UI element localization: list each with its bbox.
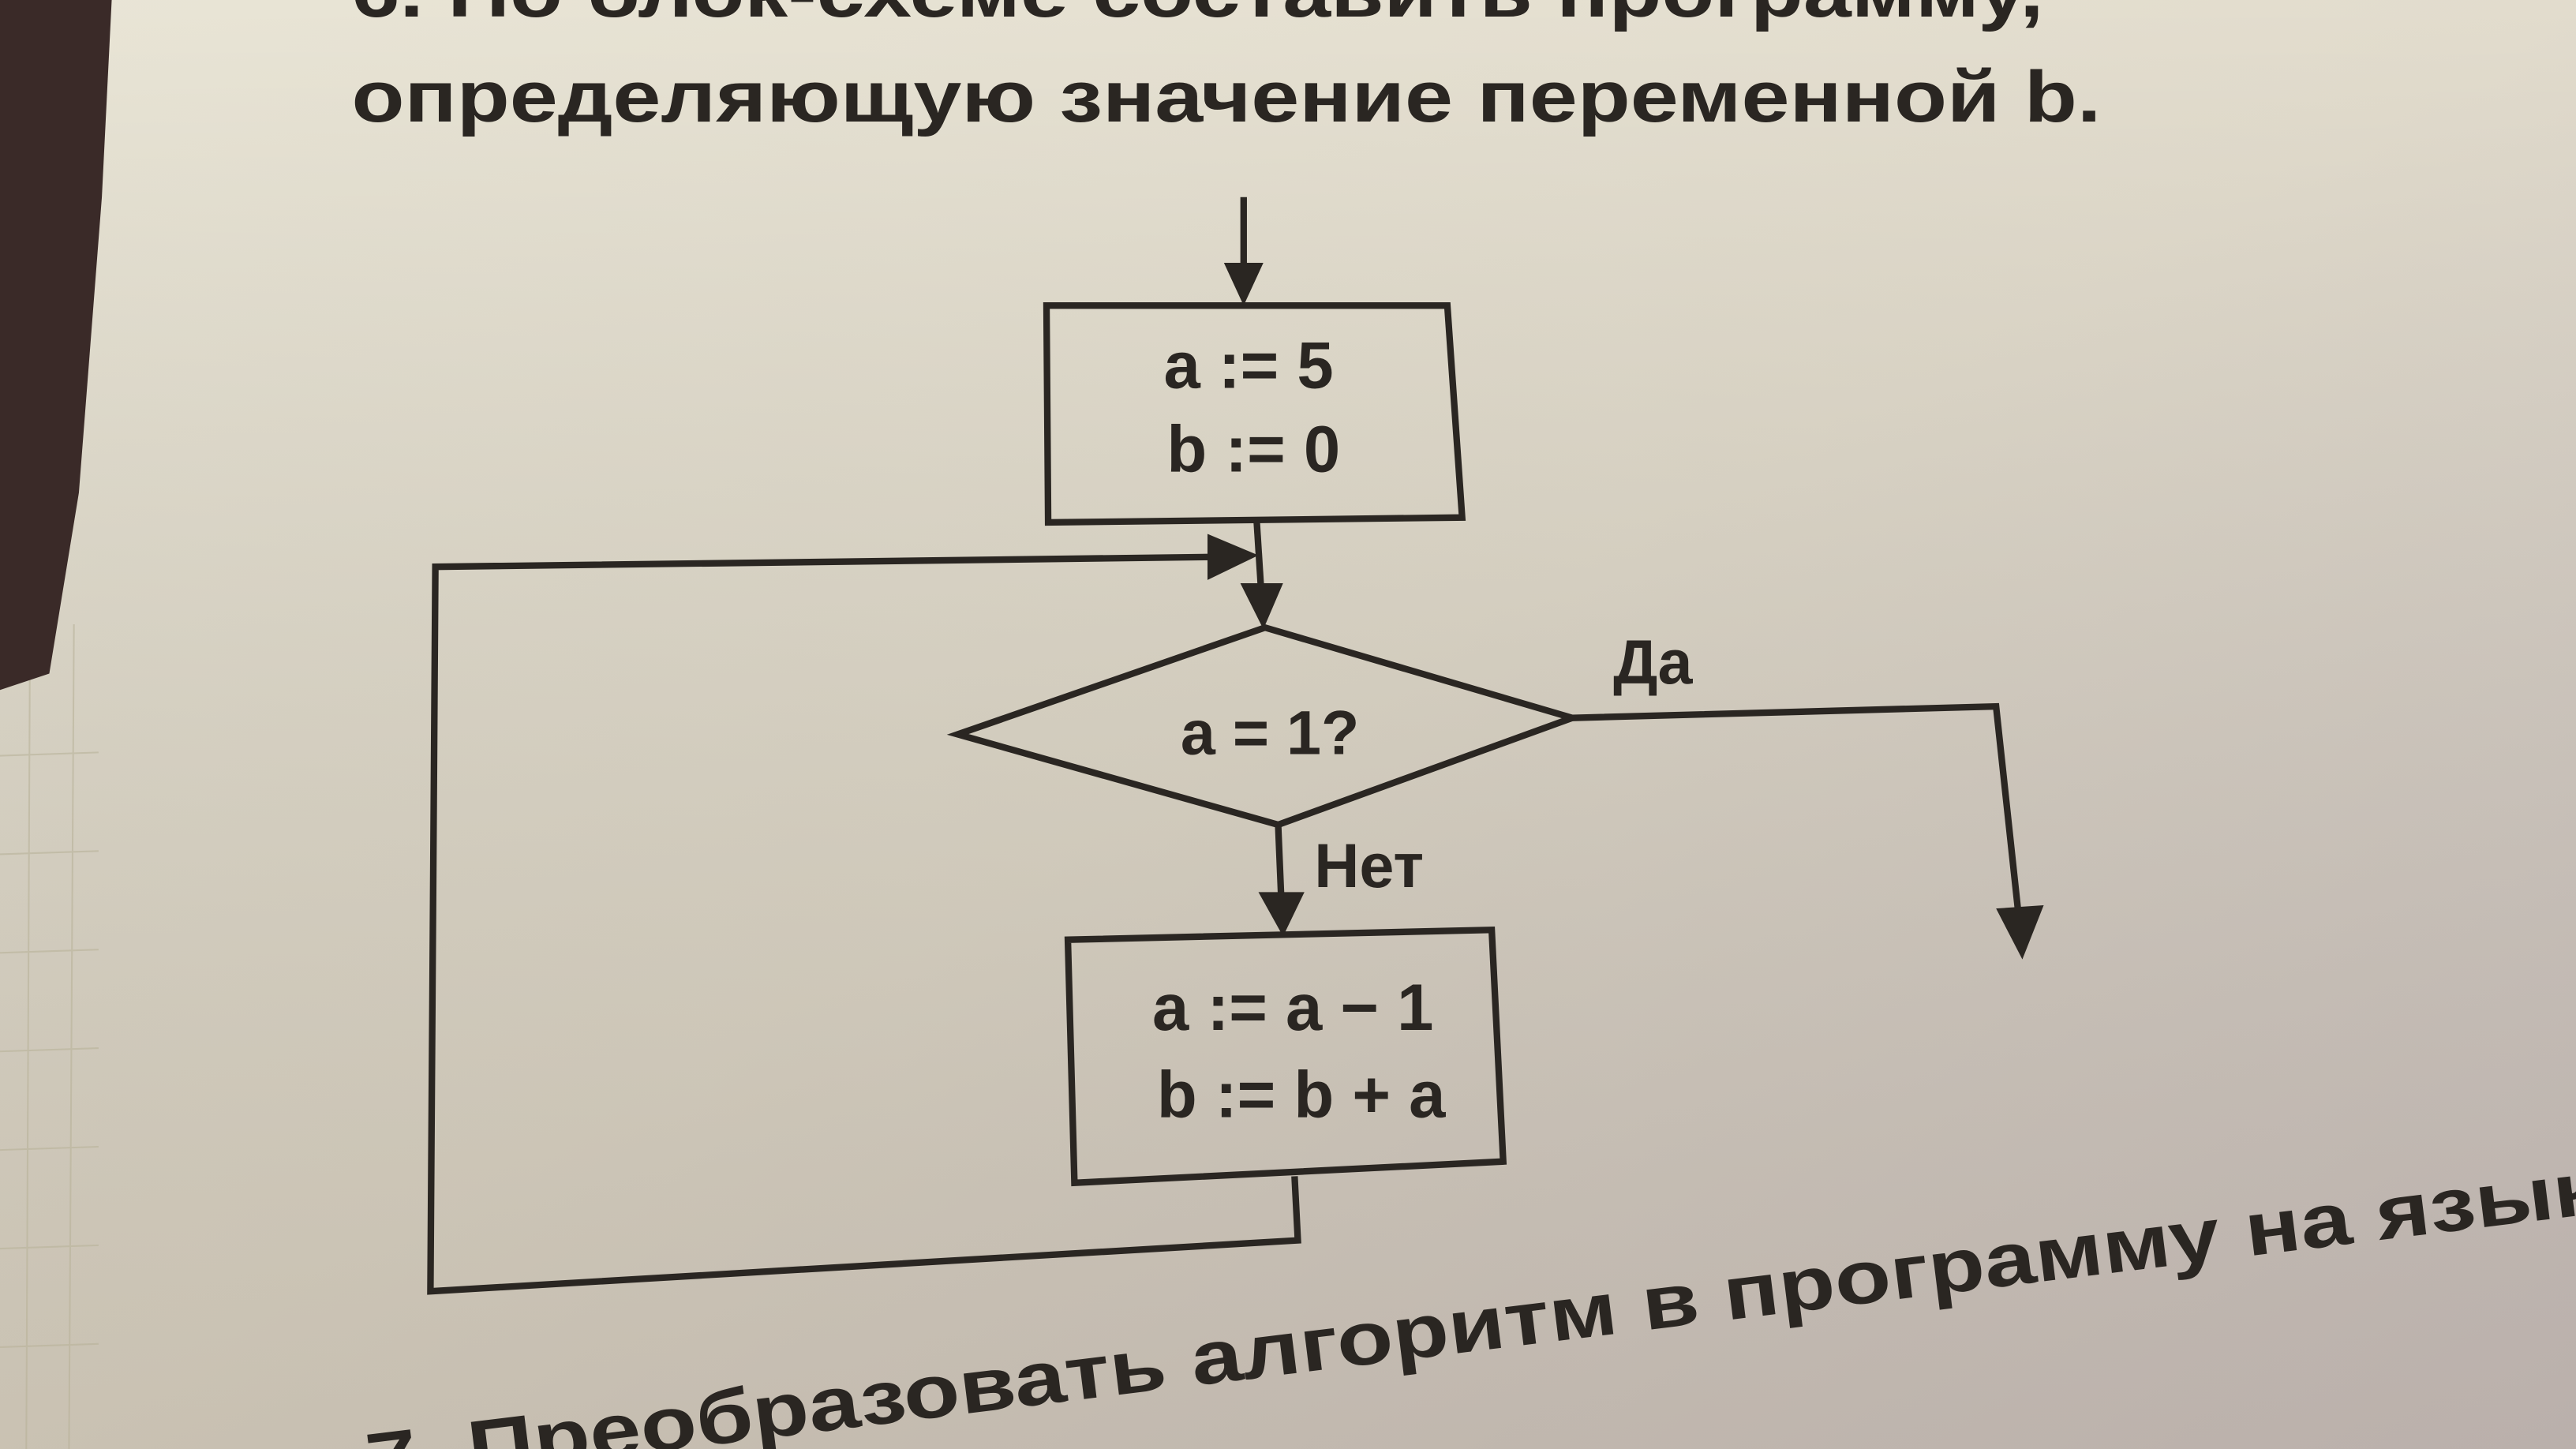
no-branch-line [1275, 824, 1285, 904]
init-line1: a := 5 [1163, 328, 1333, 402]
task6-line2: определяющую значение переменной b. [351, 57, 2101, 137]
yes-arrowhead [1996, 904, 2044, 960]
yes-label: Да [1613, 627, 1693, 697]
loop-back-line [427, 553, 1301, 1295]
task6-line1: 6. По блок-схеме составить программу, [351, 0, 2043, 32]
loop-line2: b := b + a [1157, 1058, 1446, 1132]
loop-block [1064, 926, 1507, 1187]
binder-edge [0, 0, 112, 691]
loop-back-arrowhead [1208, 534, 1259, 580]
init-block [1043, 302, 1466, 526]
no-arrowhead [1258, 892, 1305, 937]
init-line2: b := 0 [1166, 412, 1340, 485]
flowchart: a := 5 b := 0 a = 1? Да Нет a := a − 1 b… [427, 197, 2044, 1295]
yes-branch-line [1572, 702, 2023, 921]
loop-line1: a := a − 1 [1152, 971, 1433, 1044]
condition-text: a = 1? [1181, 697, 1359, 767]
no-label: Нет [1314, 830, 1424, 900]
entry-arrowhead [1223, 263, 1264, 306]
condition-arrowhead [1240, 582, 1283, 630]
